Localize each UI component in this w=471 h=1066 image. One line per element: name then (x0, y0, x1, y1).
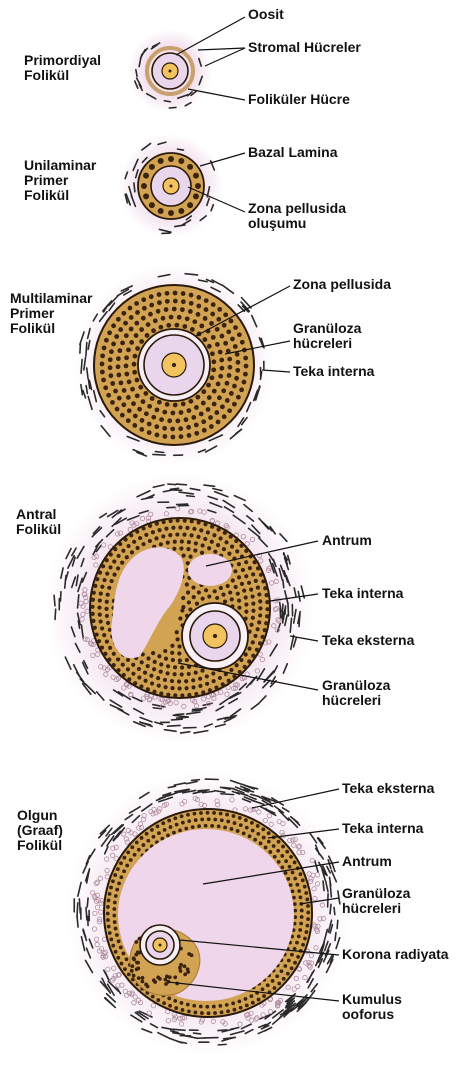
stage-title: Olgun(Graaf)Folikül (17, 807, 63, 853)
label-bazal-lamina: Bazal Lamina (248, 144, 338, 160)
label-teka-eksterna: Teka eksterna (322, 632, 415, 648)
label-zona-pellusida: Zona pellusida (293, 276, 391, 292)
oocyte (144, 335, 204, 395)
oocyte (152, 53, 188, 89)
nucleolus (170, 185, 173, 188)
label-teka-interna: Teka interna (342, 820, 424, 836)
oocyte (151, 166, 191, 206)
antrum-space (188, 554, 232, 586)
label-antrum: Antrum (342, 853, 392, 869)
label-folikuler: Foliküler Hücre (248, 91, 350, 107)
label-oosit: Oosit (248, 6, 284, 22)
nucleolus (172, 363, 176, 367)
label-teka-interna: Teka interna (322, 585, 404, 601)
nucleolus (169, 70, 172, 73)
label-antrum: Antrum (322, 532, 372, 548)
leader-line (205, 48, 245, 66)
label-stromal: Stromal Hücreler (248, 39, 361, 55)
label-korona-radiyata: Korona radiyata (342, 946, 449, 962)
oocyte (146, 931, 174, 959)
label-teka-eksterna: Teka eksterna (342, 780, 435, 796)
nucleolus (213, 634, 217, 638)
oocyte (190, 611, 240, 661)
label-teka-interna: Teka interna (293, 363, 375, 379)
nucleolus (159, 944, 162, 947)
